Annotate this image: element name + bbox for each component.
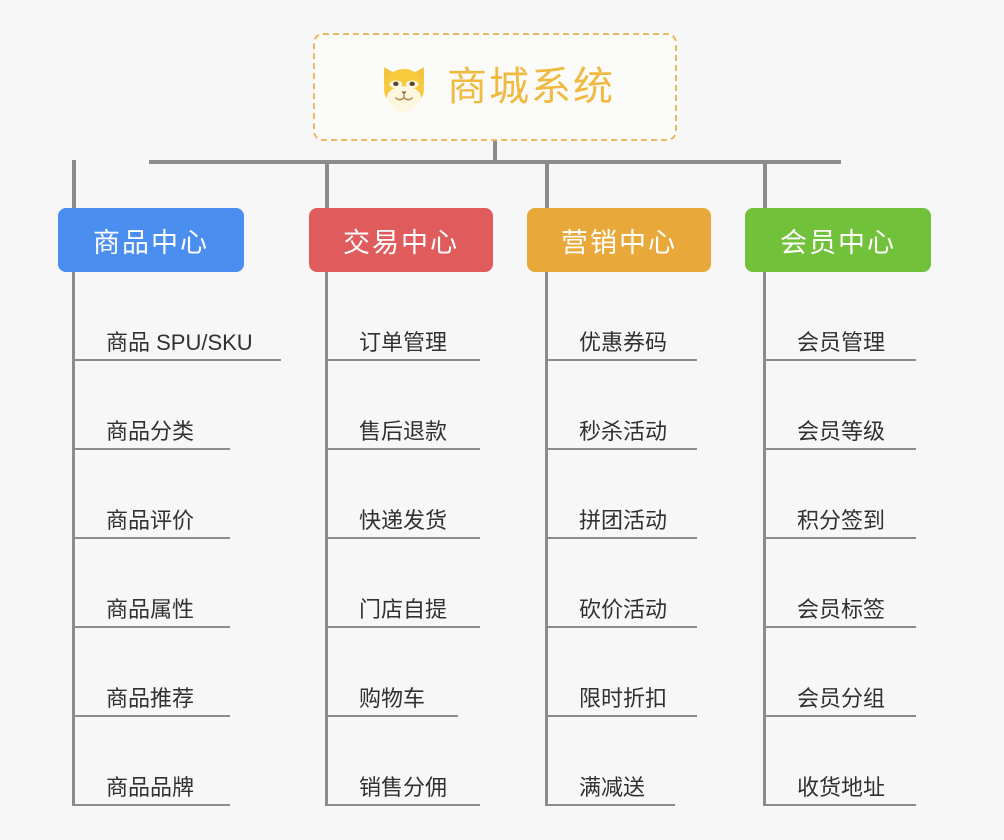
- leaf-item[interactable]: 拼团活动: [545, 450, 717, 539]
- leaf-item-label: 门店自提: [359, 596, 448, 622]
- leaf-column-marketing-center: 优惠券码秒杀活动拼团活动砍价活动限时折扣满减送: [545, 272, 805, 806]
- leaf-item-label: 积分签到: [797, 507, 886, 533]
- leaf-item-label: 满减送: [579, 774, 646, 800]
- connector-root-stem: [493, 141, 497, 162]
- connector-drop-marketing-center: [545, 160, 549, 210]
- leaf-item-label: 售后退款: [359, 418, 448, 444]
- leaf-item-label: 会员等级: [797, 418, 886, 444]
- shiba-dog-face-icon: [375, 58, 433, 116]
- leaf-item-label: 销售分佣: [359, 774, 448, 800]
- leaf-item-underline: [545, 359, 697, 361]
- leaf-item-label: 会员标签: [797, 596, 886, 622]
- tree-spine-member-center: [763, 272, 766, 806]
- leaf-item[interactable]: 门店自提: [325, 539, 500, 628]
- leaf-item-underline: [325, 537, 480, 539]
- leaf-item-label: 收货地址: [797, 774, 886, 800]
- leaf-item-label: 快递发货: [359, 507, 448, 533]
- leaf-item[interactable]: 会员管理: [763, 272, 936, 361]
- root-title: 商城系统: [447, 65, 615, 109]
- leaf-item[interactable]: 订单管理: [325, 272, 500, 361]
- leaf-item-label: 商品分类: [106, 418, 195, 444]
- leaf-item[interactable]: 售后退款: [325, 361, 500, 450]
- leaf-item[interactable]: 商品品牌: [72, 717, 250, 806]
- leaf-item[interactable]: 商品评价: [72, 450, 250, 539]
- tree-spine-product-center: [72, 272, 75, 806]
- leaf-item[interactable]: 满减送: [545, 717, 695, 806]
- leaf-item-underline: [72, 537, 230, 539]
- leaf-item-underline: [763, 448, 916, 450]
- leaf-item-underline: [545, 448, 697, 450]
- leaf-item-underline: [72, 626, 230, 628]
- leaf-item[interactable]: 收货地址: [763, 717, 936, 806]
- leaf-item[interactable]: 会员等级: [763, 361, 936, 450]
- leaf-item[interactable]: 商品推荐: [72, 628, 250, 717]
- leaf-item-label: 拼团活动: [579, 507, 668, 533]
- leaf-item-underline: [545, 804, 675, 806]
- leaf-column-member-center: 会员管理会员等级积分签到会员标签会员分组收货地址: [763, 272, 1004, 806]
- leaf-item-label: 商品评价: [106, 507, 195, 533]
- category-header-trade-center[interactable]: 交易中心: [309, 208, 493, 272]
- leaf-item-underline: [325, 804, 480, 806]
- leaf-item-label: 购物车: [359, 685, 426, 711]
- root-node[interactable]: 商城系统: [313, 33, 677, 141]
- leaf-item-underline: [545, 715, 697, 717]
- category-header-product-center[interactable]: 商品中心: [58, 208, 244, 272]
- leaf-item[interactable]: 商品 SPU/SKU: [72, 272, 301, 361]
- leaf-item-label: 商品 SPU/SKU: [106, 329, 253, 355]
- leaf-item[interactable]: 限时折扣: [545, 628, 717, 717]
- leaf-item[interactable]: 砍价活动: [545, 539, 717, 628]
- leaf-item-underline: [325, 715, 458, 717]
- leaf-item-underline: [545, 537, 697, 539]
- connector-drop-product-center: [72, 160, 76, 210]
- leaf-item-underline: [72, 359, 281, 361]
- connector-drop-member-center: [763, 160, 767, 210]
- leaf-item-label: 商品品牌: [106, 774, 195, 800]
- leaf-item-label: 秒杀活动: [579, 418, 668, 444]
- leaf-column-product-center: 商品 SPU/SKU 商品分类商品评价商品属性商品推荐商品品牌: [72, 272, 332, 806]
- leaf-item-underline: [72, 715, 230, 717]
- leaf-item[interactable]: 优惠券码: [545, 272, 717, 361]
- leaf-item[interactable]: 销售分佣: [325, 717, 500, 806]
- leaf-item[interactable]: 会员标签: [763, 539, 936, 628]
- leaf-item[interactable]: 会员分组: [763, 628, 936, 717]
- category-header-member-center[interactable]: 会员中心: [745, 208, 931, 272]
- connector-horizontal-bus: [149, 160, 841, 164]
- leaf-item-underline: [325, 359, 480, 361]
- leaf-item[interactable]: 快递发货: [325, 450, 500, 539]
- leaf-item-label: 订单管理: [359, 329, 448, 355]
- leaf-item-underline: [763, 359, 916, 361]
- leaf-item-label: 砍价活动: [579, 596, 668, 622]
- leaf-item[interactable]: 商品分类: [72, 361, 250, 450]
- leaf-item-underline: [545, 626, 697, 628]
- leaf-item-label: 会员管理: [797, 329, 886, 355]
- leaf-item[interactable]: 商品属性: [72, 539, 250, 628]
- leaf-item-label: 商品属性: [106, 596, 195, 622]
- leaf-item-underline: [72, 448, 230, 450]
- leaf-item-label: 优惠券码: [579, 329, 668, 355]
- leaf-item-underline: [763, 626, 916, 628]
- leaf-item-underline: [763, 537, 916, 539]
- category-header-marketing-center[interactable]: 营销中心: [527, 208, 711, 272]
- leaf-item-label: 会员分组: [797, 685, 886, 711]
- leaf-item-underline: [763, 804, 916, 806]
- leaf-column-trade-center: 订单管理售后退款快递发货门店自提购物车销售分佣: [325, 272, 585, 806]
- leaf-item[interactable]: 积分签到: [763, 450, 936, 539]
- leaf-item[interactable]: 秒杀活动: [545, 361, 717, 450]
- tree-spine-trade-center: [325, 272, 328, 806]
- leaf-item-underline: [325, 448, 480, 450]
- leaf-item-label: 限时折扣: [579, 685, 668, 711]
- leaf-item-label: 商品推荐: [106, 685, 195, 711]
- tree-spine-marketing-center: [545, 272, 548, 806]
- leaf-item-underline: [325, 626, 480, 628]
- leaf-item-underline: [72, 804, 230, 806]
- connector-drop-trade-center: [325, 160, 329, 210]
- leaf-item-underline: [763, 715, 916, 717]
- leaf-item[interactable]: 购物车: [325, 628, 478, 717]
